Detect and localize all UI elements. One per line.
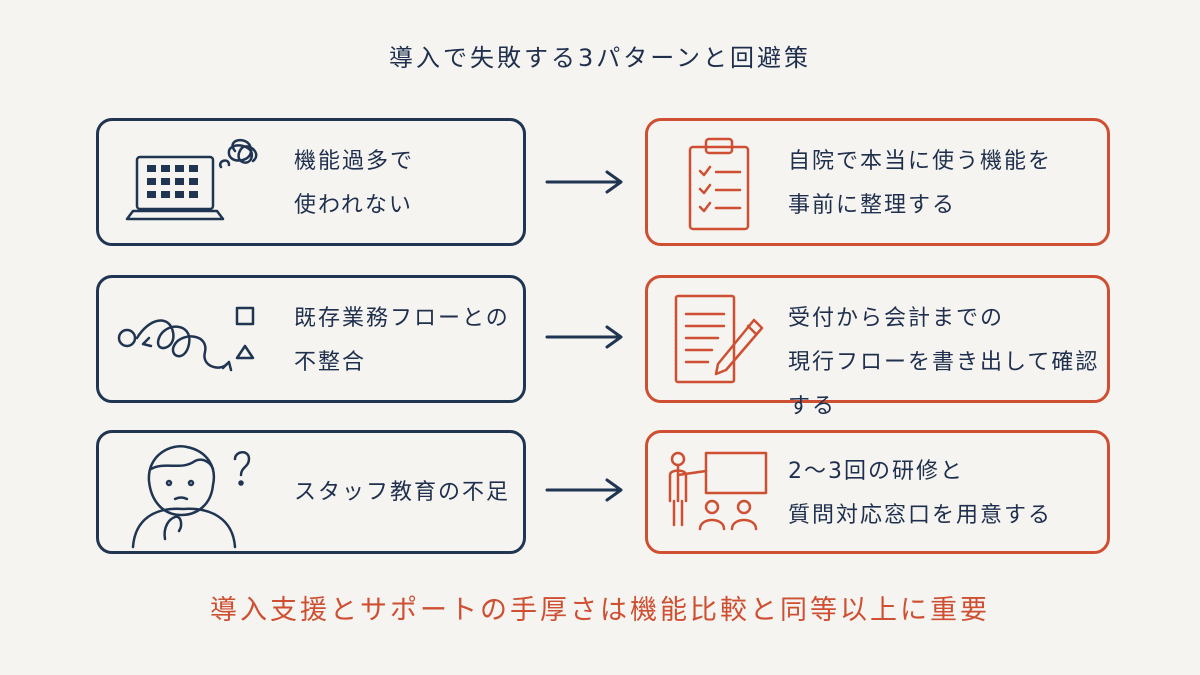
arrow-icon-2 — [545, 325, 623, 349]
confused-person-icon — [131, 445, 251, 549]
problem-box-3: スタッフ教育の不足 — [96, 430, 526, 554]
problem-text-3: スタッフ教育の不足 — [294, 480, 511, 505]
page-title: 導入で失敗する3パターンと回避策 — [388, 44, 812, 72]
solution-text-2: 受付から会計までの 現行フローを書き出して確認する — [788, 306, 1100, 419]
problem-text-2: 既存業務フローとの 不整合 — [294, 306, 510, 375]
laptop-overload-icon — [125, 139, 258, 221]
problem-box-1: 機能過多で 使われない — [96, 118, 526, 246]
document-pen-icon — [674, 294, 764, 384]
clipboard-checklist-icon — [688, 137, 750, 231]
solution-text-1: 自院で本当に使う機能を 事前に整理する — [788, 149, 1053, 218]
solution-box-2: 受付から会計までの 現行フローを書き出して確認する — [645, 275, 1110, 419]
footer-message: 導入支援とサポートの手厚さは機能比較と同等以上に重要 — [210, 595, 990, 626]
problem-text-1: 機能過多で 使われない — [294, 149, 415, 218]
solution-box-3: 2～3回の研修と 質問対応窓口を用意する — [645, 430, 1110, 554]
problem-box-2: 既存業務フローとの 不整合 — [96, 275, 526, 403]
solution-box-1: 自院で本当に使う機能を 事前に整理する — [645, 118, 1110, 246]
arrow-icon-1 — [545, 170, 623, 194]
tangled-flow-icon — [117, 306, 255, 372]
solution-text-3: 2～3回の研修と 質問対応窓口を用意する — [788, 459, 1053, 528]
arrow-icon-3 — [545, 478, 623, 502]
training-presenter-icon — [668, 451, 768, 531]
